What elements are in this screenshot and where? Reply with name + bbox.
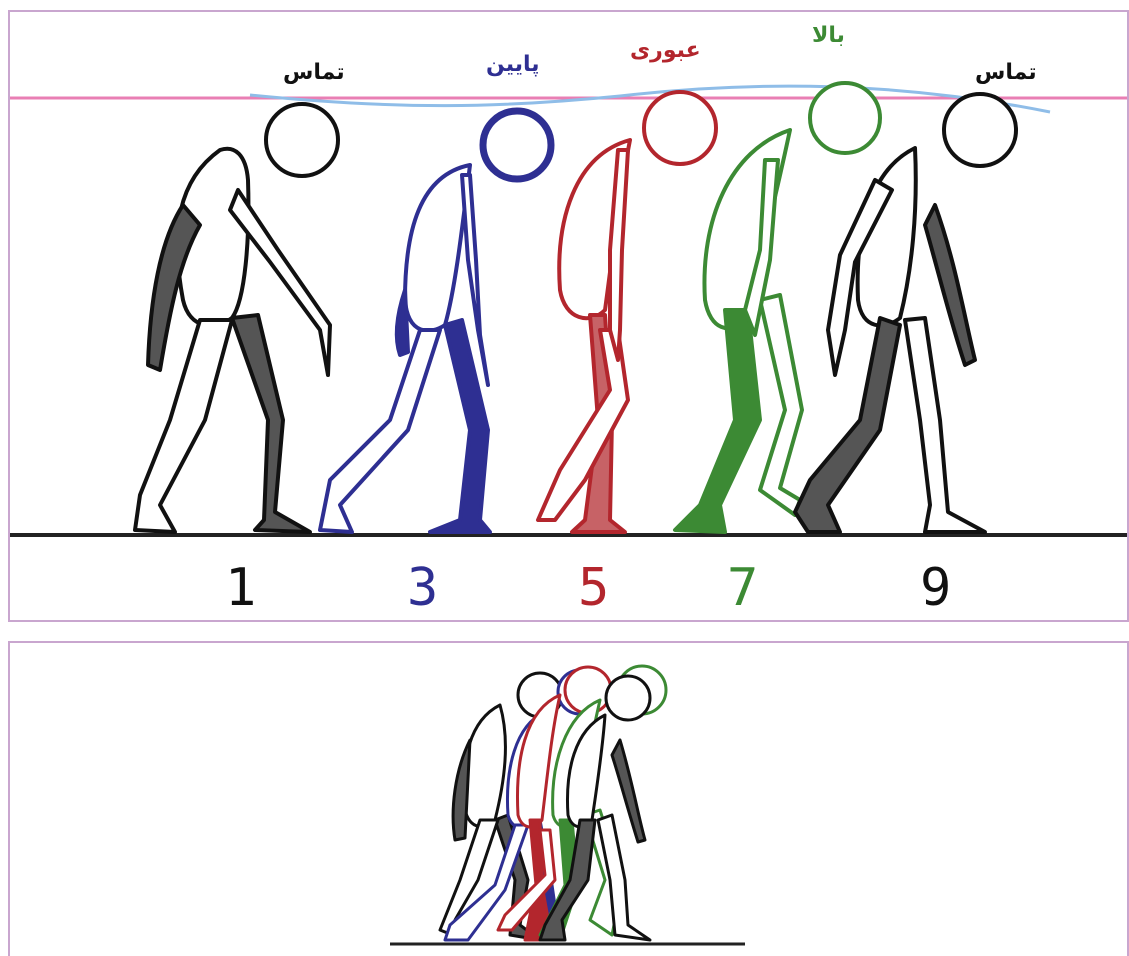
- frame-number-7: 7: [727, 558, 759, 618]
- label-contact-left: تماس: [283, 60, 345, 85]
- overlay-figure-black-9: [538, 674, 652, 942]
- frame-number-5: 5: [578, 558, 610, 618]
- frame-number-9: 9: [920, 558, 952, 618]
- frame-number-3: 3: [407, 558, 439, 618]
- figure-7-up: [673, 81, 882, 534]
- figure-5-passing: [536, 90, 718, 534]
- label-contact-right: تماس: [975, 60, 1037, 85]
- figure-9-contact: [793, 92, 1018, 534]
- label-passing: عبوری: [630, 38, 701, 63]
- figure-1-contact: [133, 102, 340, 534]
- overlay-figure-red: [496, 665, 613, 942]
- label-up: بالا: [812, 23, 845, 48]
- label-down: پایین: [486, 52, 540, 77]
- head-path-curve: [249, 84, 1051, 114]
- frame-number-1: 1: [225, 558, 257, 618]
- figure-3-down: [318, 107, 555, 534]
